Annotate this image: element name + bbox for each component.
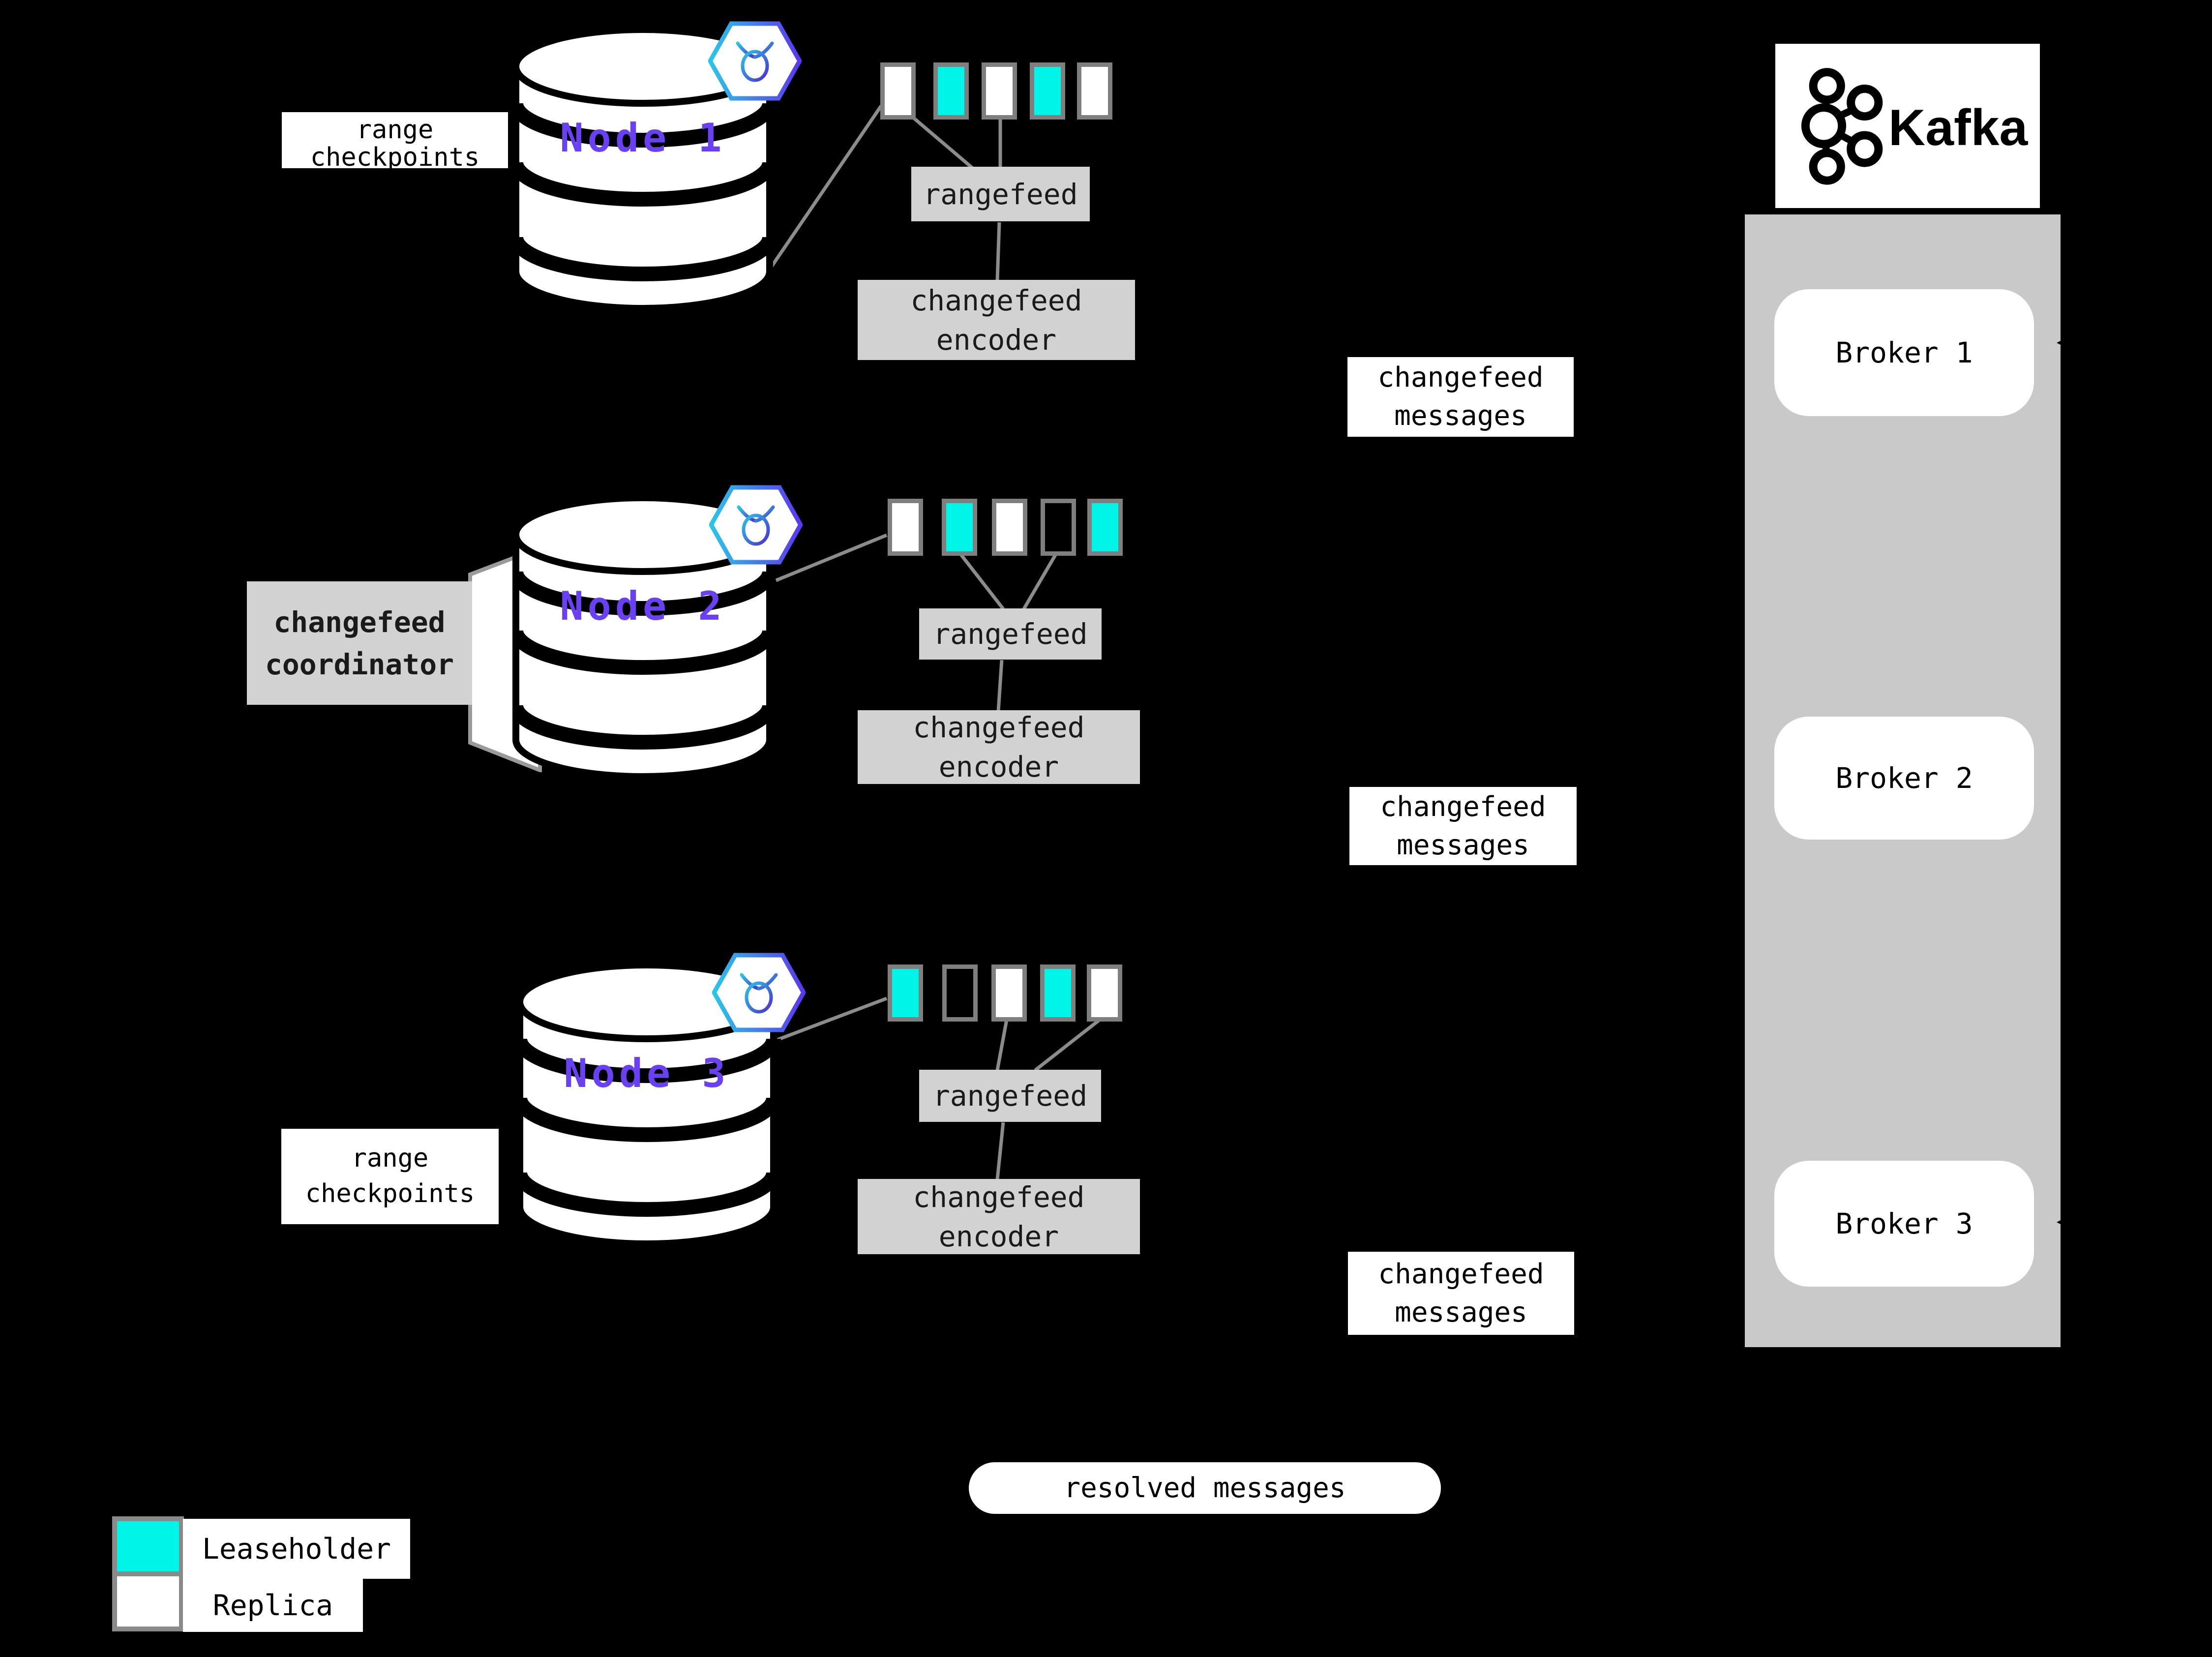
range-rect [888,964,923,1022]
cockroachdb-icon [708,21,802,101]
rangefeed-box: rangefeed [919,608,1102,660]
range-rect [1040,964,1076,1022]
messages-text: changefeed messages [1380,790,1546,861]
kafka-logo-box: Kafka [1775,44,2040,208]
resolved-messages-pill: resolved messages [969,1462,1441,1514]
rangefeed-box: rangefeed [919,1070,1101,1122]
range-checkpoints-label: range checkpoints [282,112,508,168]
range-rect [888,499,923,556]
range-rect [1077,62,1112,120]
changefeed-messages-label: changefeed messages [1348,1252,1574,1335]
range-rect [982,62,1017,120]
range-rect [942,499,977,556]
node-label: Node 2 [560,583,726,629]
cockroachdb-icon [712,953,806,1032]
legend-label-leaseholder: Leaseholder [183,1519,410,1579]
range-rect [991,964,1027,1022]
broker-box: Broker 3 [1774,1161,2034,1287]
broker-label: Broker 3 [1835,1207,1973,1240]
range-rect [942,964,978,1022]
rangefeed-text: rangefeed [932,1079,1088,1113]
range-rect [1030,62,1065,120]
legend-swatch-leaseholder [112,1516,184,1576]
changefeed-coordinator-label: changefeed coordinator [247,581,472,705]
cockroachdb-icon [709,485,803,565]
broker-label: Broker 2 [1835,761,1973,795]
annotation-text: range checkpoints [305,1144,475,1208]
kafka-icon [1801,68,1883,185]
rangefeed-text: rangefeed [933,617,1088,651]
range-checkpoints-label: range checkpoints [281,1129,499,1224]
kafka-wordmark: Kafka [1888,99,2028,156]
range-rect [1087,499,1123,556]
range-rect [1087,964,1122,1022]
changefeed-encoder-box: changefeed encoder [858,280,1135,360]
annotation-text: range checkpoints [310,115,480,168]
rangefeed-text: rangefeed [923,177,1078,211]
legend-swatch-replica [112,1576,184,1631]
node-cylinder-1: Node 1 [512,26,777,312]
changefeed-encoder-box: changefeed encoder [858,710,1140,784]
encoder-text: changefeed encoder [913,1180,1085,1253]
legend [112,1516,184,1631]
rangefeed-box: rangefeed [911,167,1090,221]
broker-box: Broker 1 [1774,289,2034,416]
node-label: Node 1 [560,115,726,161]
changefeed-messages-label: changefeed messages [1347,357,1574,437]
arrowhead-icon [2057,335,2071,1230]
node-label: Node 3 [564,1051,730,1096]
messages-text: changefeed messages [1377,362,1544,432]
annotation-text: changefeed coordinator [265,605,454,681]
changefeed-encoder-box: changefeed encoder [858,1179,1140,1254]
changefeed-messages-label: changefeed messages [1349,787,1577,865]
range-rect [1041,499,1076,556]
encoder-text: changefeed encoder [910,283,1082,357]
node-cylinder-3: Node 3 [516,962,781,1247]
messages-text: changefeed messages [1378,1258,1544,1328]
range-rect [933,62,969,120]
encoder-text: changefeed encoder [913,711,1085,783]
resolved-messages-text: resolved messages [1064,1472,1346,1504]
range-rect [880,62,916,120]
node-cylinder-2: Node 2 [512,494,777,780]
legend-label-replica: Replica [183,1579,363,1632]
legend-text: Leaseholder [202,1532,391,1566]
legend-text: Replica [212,1589,333,1622]
range-rect [992,499,1027,556]
broker-box: Broker 2 [1774,717,2034,840]
broker-label: Broker 1 [1835,336,1973,369]
